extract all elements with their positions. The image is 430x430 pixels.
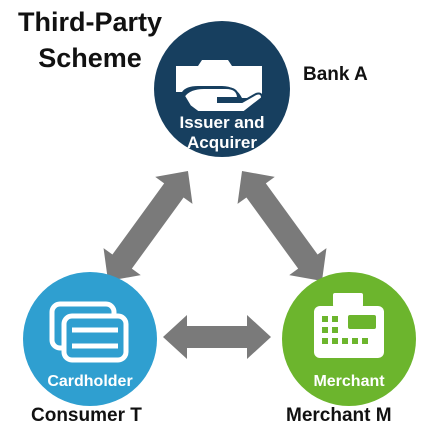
issuer-node: Issuer and Acquirer — [154, 21, 290, 157]
cardholder-label: Cardholder — [47, 373, 132, 390]
payment-terminal-icon — [314, 293, 384, 358]
arrow-issuer-cardholder — [103, 170, 193, 282]
issuer-label-line-2: Acquirer — [187, 133, 257, 152]
arrow-cardholder-merchant-shape — [163, 315, 271, 359]
arrows — [103, 170, 327, 359]
merchant-m-label: Merchant M — [286, 405, 392, 426]
issuer-label-line-1: Issuer and — [179, 113, 264, 132]
cardholder-node: Cardholder — [23, 272, 157, 406]
arrow-issuer-cardholder-shape — [103, 170, 193, 282]
merchant-label: Merchant — [313, 373, 385, 390]
bank-a-label: Bank A — [303, 64, 368, 85]
arrow-cardholder-merchant — [163, 315, 271, 359]
title-line-2: Scheme — [38, 43, 142, 73]
consumer-t-label: Consumer T — [31, 405, 142, 426]
arrow-issuer-merchant — [237, 170, 327, 282]
page-title: Third-Party Scheme — [0, 4, 180, 76]
hand-card-icon — [176, 60, 264, 113]
credit-cards-icon — [49, 301, 129, 363]
merchant-node: Merchant — [282, 272, 416, 406]
arrow-issuer-merchant-shape — [237, 170, 327, 282]
title-line-1: Third-Party — [17, 7, 163, 37]
